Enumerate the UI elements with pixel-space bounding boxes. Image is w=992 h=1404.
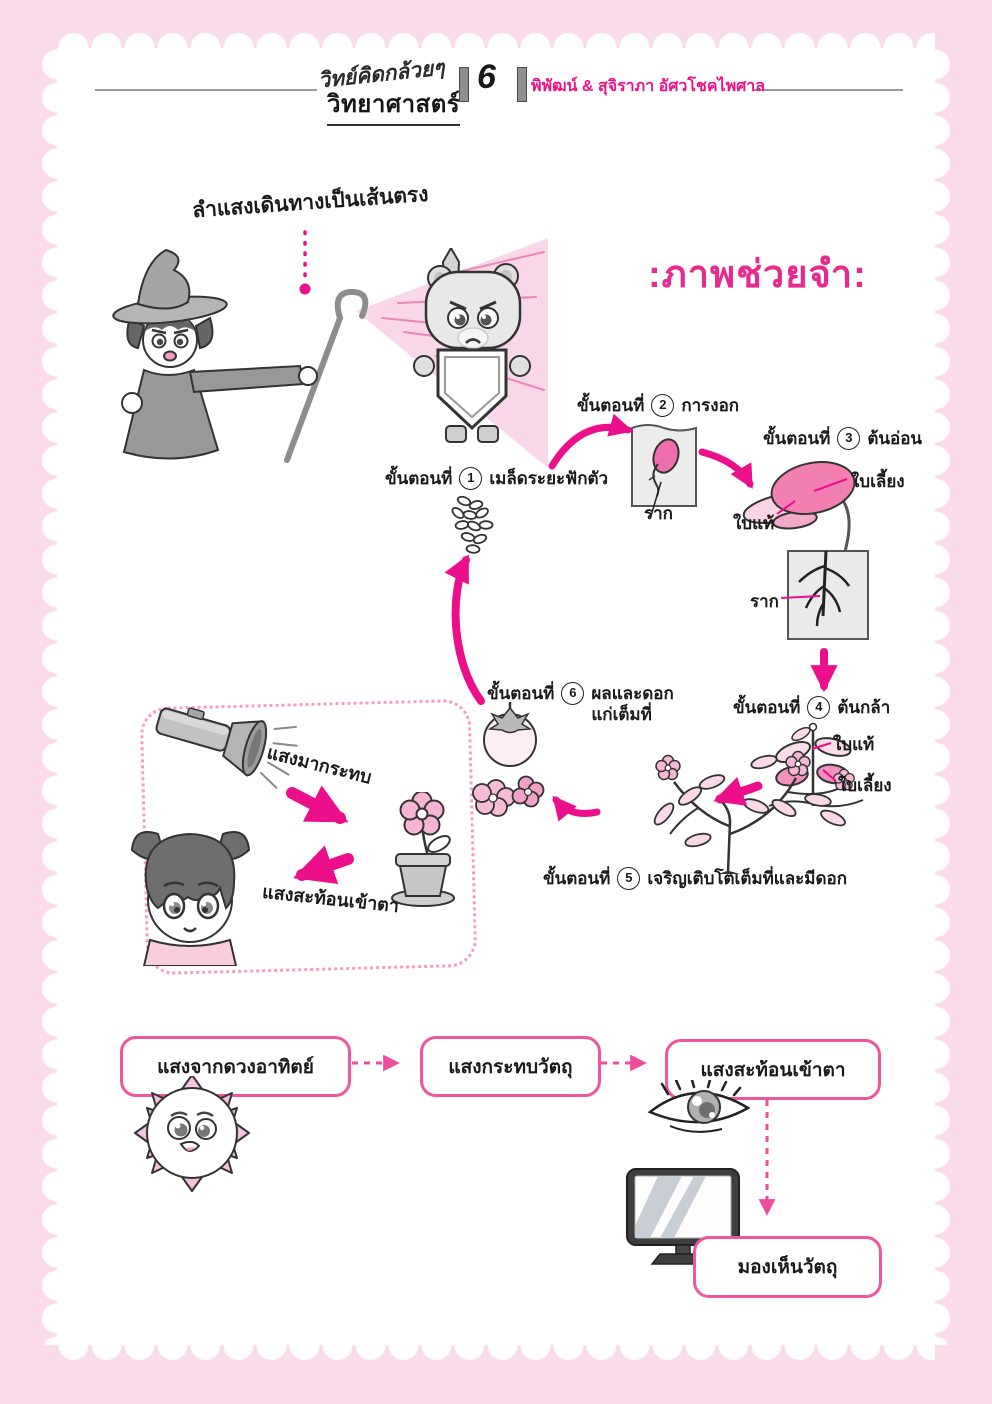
step-title: เมล็ดระยะฟักตัว [489, 469, 609, 488]
scallop-border-top [57, 33, 935, 48]
scallop-border-left [42, 48, 57, 1345]
step-title: ต้นกล้า [837, 698, 891, 717]
step-number-badge: 1 [459, 467, 483, 490]
authors: พิพัฒน์ & สุจิราภา อัศวโชคไพศาล [531, 78, 766, 95]
step-prefix: ขั้นตอนที่ [577, 396, 645, 415]
header-rule-right [753, 89, 903, 91]
step-number-badge: 3 [837, 427, 861, 450]
seedling-illustration [768, 722, 864, 808]
flow-box-see-object-label: มองเห็นวัตถุ [737, 1257, 838, 1278]
fruit-and-flowers-illustration [472, 702, 545, 817]
flow-box-reflect-eye: แสงสะท้อนเข้าตา [665, 1039, 881, 1100]
flow-box-hits-object-label: แสงกระทบวัตถุ [448, 1056, 573, 1078]
eye-icon [647, 1080, 751, 1133]
cycle-step-5-label: ขั้นตอนที่ 5 เจริญเติบโตเต็มที่และมีดอก [543, 867, 848, 890]
step-title: ผลและดอก [591, 684, 674, 703]
scallop-border-right [935, 48, 950, 1345]
header-rule-left [95, 89, 317, 91]
true-leaf-label: ใบแท้ [733, 514, 775, 533]
root-label: ราก [750, 592, 779, 611]
sprout-illustration [742, 461, 869, 640]
bear-knight-illustration [413, 248, 531, 443]
series-title: วิทยาศาสตร์ [327, 84, 461, 126]
root-label: ราก [644, 504, 673, 523]
step-prefix: ขั้นตอนที่ [763, 429, 831, 448]
cycle-step-3-label: ขั้นตอนที่ 3 ต้นอ่อน [763, 427, 923, 450]
flow-box-see-object: มองเห็นวัตถุ [693, 1236, 882, 1298]
flowerpot-icon [391, 792, 455, 907]
cycle-step-2-label: ขั้นตอนที่ 2 การงอก [577, 394, 740, 417]
seeds-illustration [451, 495, 494, 554]
true-leaf-label: ใบแท้ [833, 735, 875, 754]
step-number-badge: 6 [561, 682, 585, 705]
cycle-step-4-label: ขั้นตอนที่ 4 ต้นกล้า [733, 696, 891, 719]
girl-illustration [130, 831, 251, 966]
step-prefix: ขั้นตอนที่ [733, 698, 801, 717]
sun-icon [134, 1076, 250, 1192]
germination-box-illustration [631, 424, 697, 517]
cotyledon-label: ใบเลี้ยง [838, 776, 892, 795]
cycle-step-6-label: ขั้นตอนที่ 6 ผลและดอก แก่เต็มที่ [487, 682, 674, 726]
step-number-badge: 4 [807, 696, 831, 719]
memory-aid-title: :ภาพช่วยจำ: [648, 254, 867, 296]
cycle-step-1-label: ขั้นตอนที่ 1 เมล็ดระยะฟักตัว [385, 467, 609, 490]
step-title: การงอก [681, 396, 740, 415]
cotyledon-label: ใบเลี้ยง [851, 472, 905, 491]
step-prefix: ขั้นตอนที่ [385, 469, 453, 488]
page-number: 6 [477, 58, 496, 96]
flow-box-sunlight-label: แสงจากดวงอาทิตย์ [157, 1056, 314, 1078]
step-number-badge: 5 [617, 867, 641, 890]
flow-box-hits-object: แสงกระทบวัตถุ [420, 1036, 601, 1097]
scallop-border-bottom [57, 1345, 935, 1360]
flow-box-reflect-eye-label: แสงสะท้อนเข้าตา [700, 1059, 846, 1081]
step-title: เจริญเติบโตเต็มที่และมีดอก [647, 869, 848, 888]
flow-box-sunlight: แสงจากดวงอาทิตย์ [120, 1036, 351, 1097]
wizard-illustration [112, 248, 369, 463]
step-title-line2: แก่เต็มที่ [591, 705, 652, 725]
step-title: ต้นอ่อน [867, 429, 923, 448]
flashlight-icon [142, 687, 308, 805]
step-number-badge: 2 [651, 394, 675, 417]
step-prefix: ขั้นตอนที่ [487, 684, 555, 703]
header-divider-bar [459, 67, 469, 102]
header-divider-bar [517, 67, 527, 102]
monitor-icon [626, 1168, 740, 1265]
step-prefix: ขั้นตอนที่ [543, 869, 611, 888]
